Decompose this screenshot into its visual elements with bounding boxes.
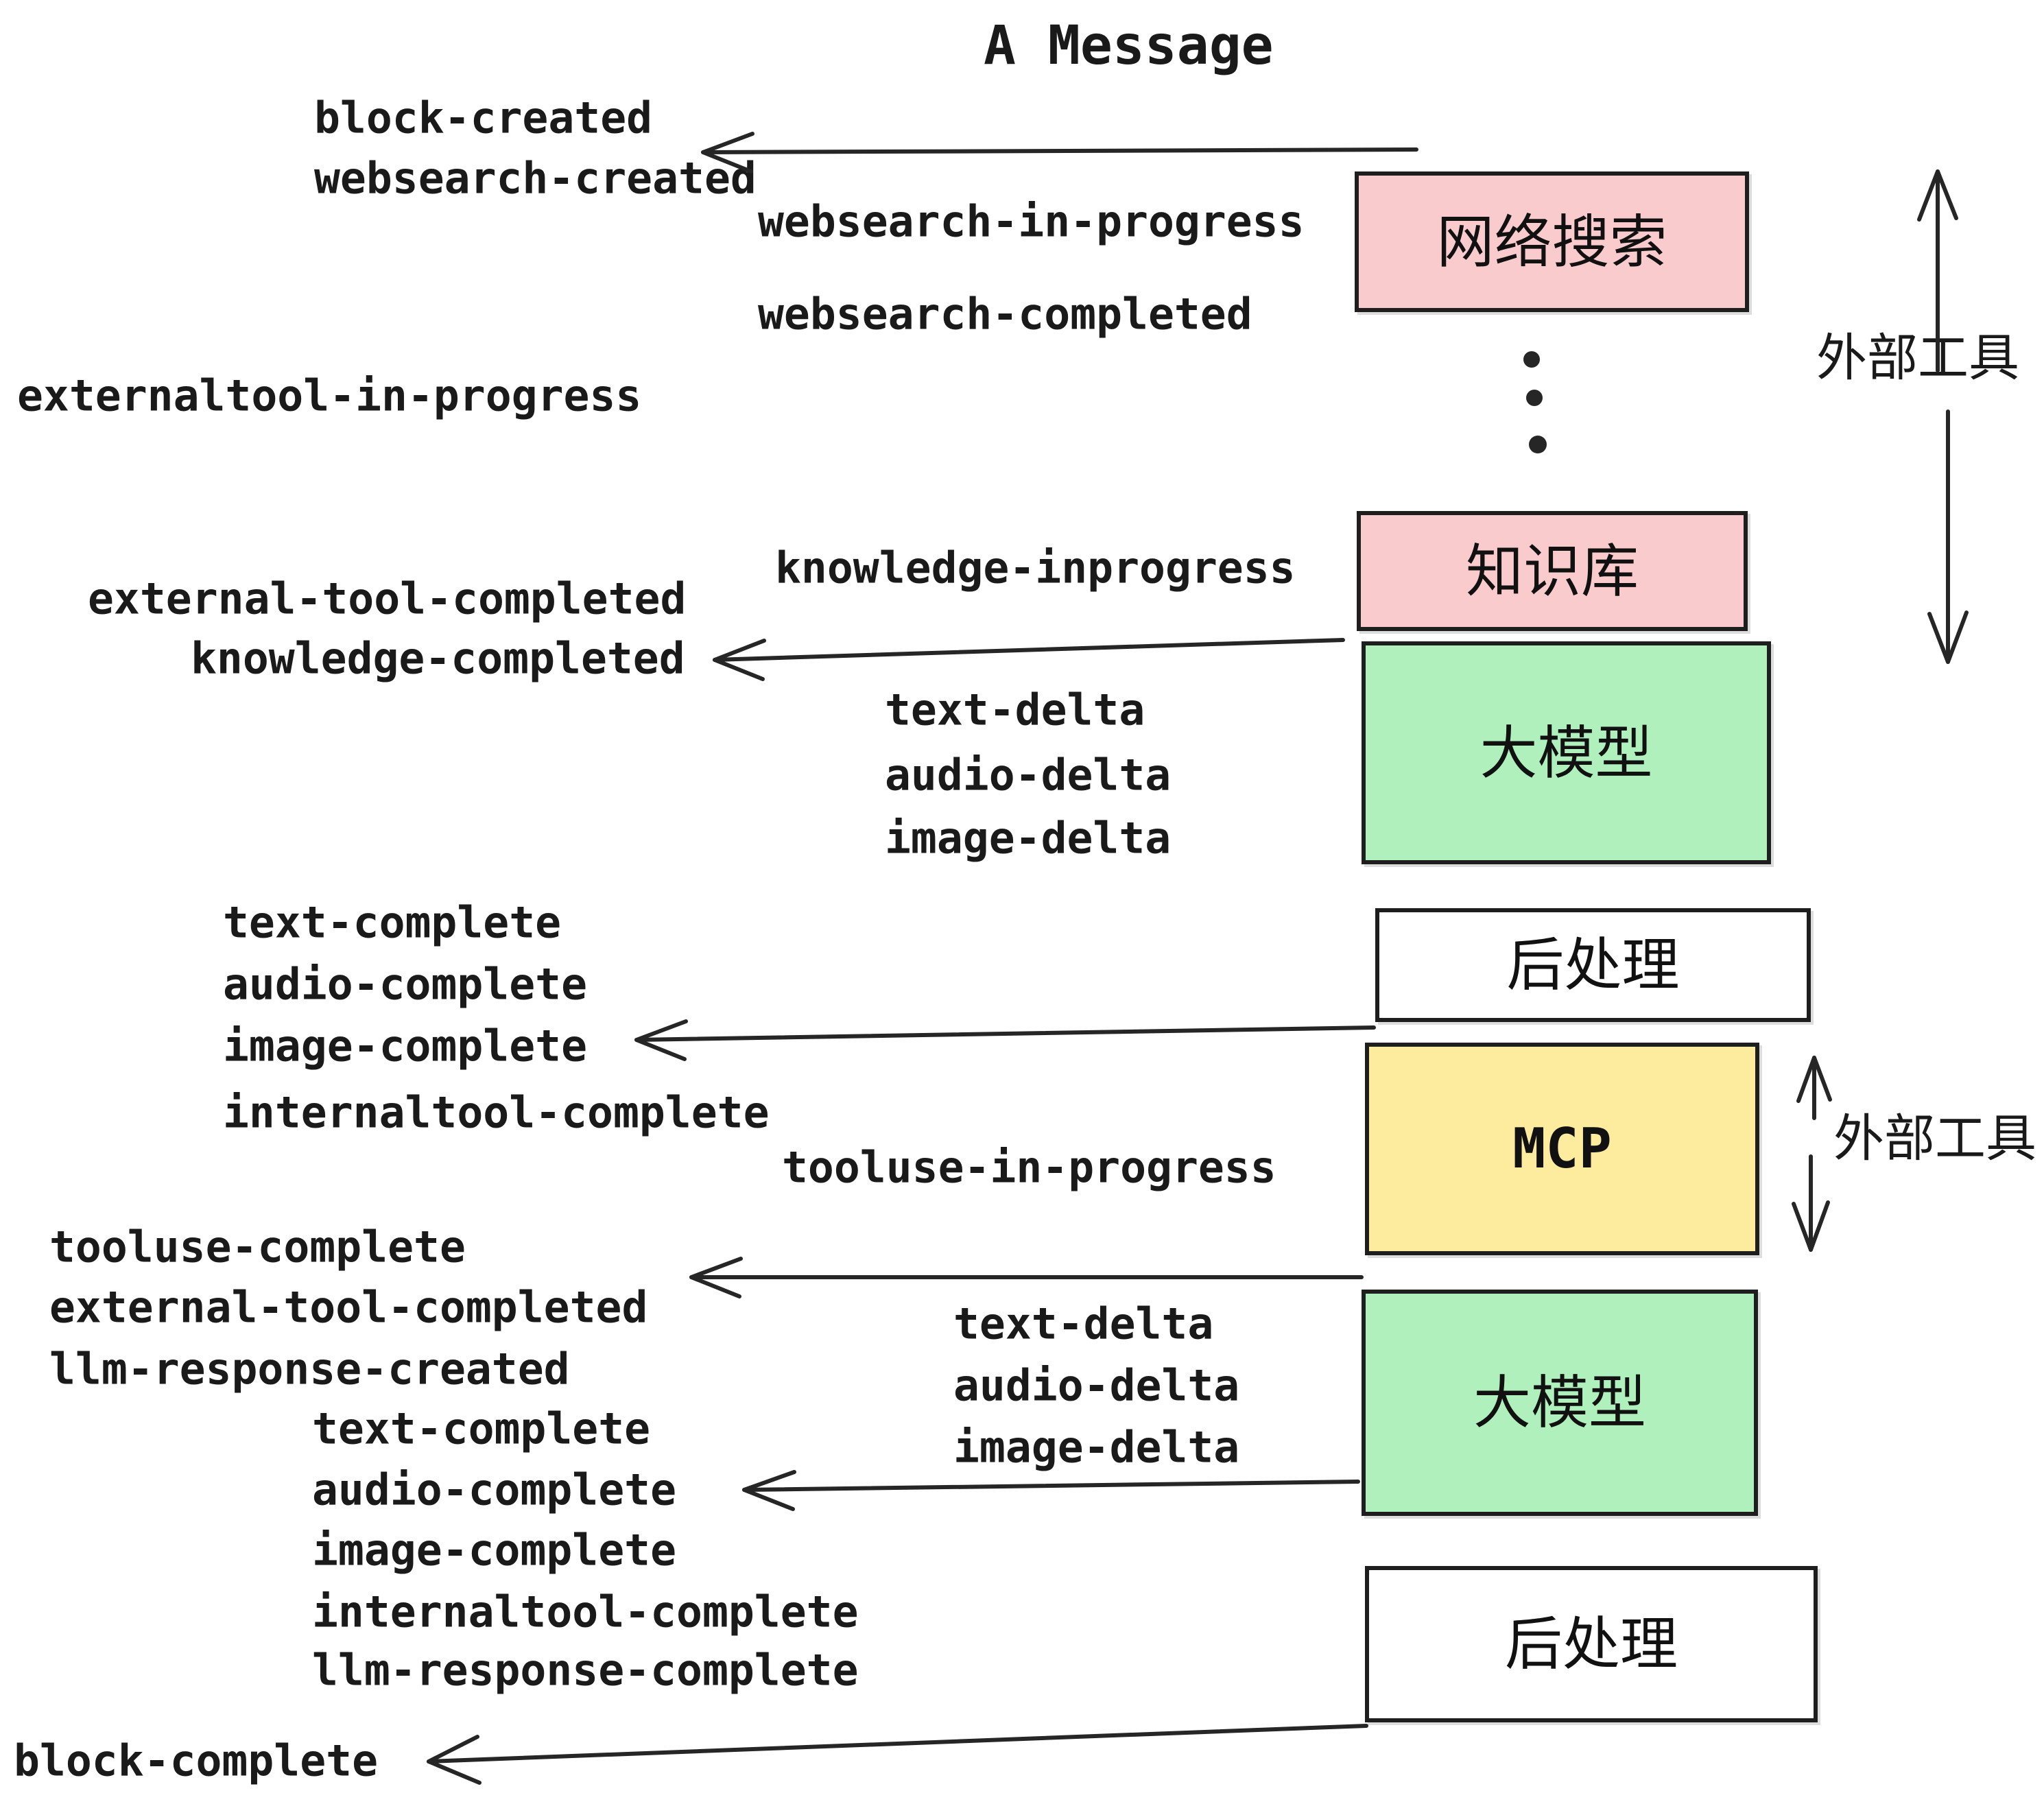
stage-websearch-completed: websearch-completed — [758, 289, 1252, 340]
stage-image-delta-2: image-delta — [953, 1422, 1240, 1473]
side-label-external-tools-2: 外部工具 — [1833, 1109, 2036, 1168]
ellipsis-dots-icon — [1523, 351, 1547, 453]
stage-websearch-in-progress: websearch-in-progress — [758, 196, 1305, 247]
stage-audio-delta-1: audio-delta — [885, 750, 1172, 800]
event-knowledge-completed: knowledge-completed — [191, 633, 685, 684]
arrow-external-tools-down-2 — [1792, 1154, 1830, 1252]
arrow-to-knowledge-completed — [713, 638, 1345, 681]
arrow-to-audio-complete — [742, 1470, 1360, 1511]
event-block-complete: block-complete — [14, 1735, 379, 1786]
stage-text-delta-2: text-delta — [953, 1298, 1214, 1349]
event-llm-response-complete: llm-response-complete — [312, 1645, 859, 1696]
stage-tooluse-in-progress: tooluse-in-progress — [782, 1142, 1276, 1193]
event-block-created: block-created — [314, 93, 653, 143]
event-external-tool-completed-1: external-tool-completed — [88, 573, 687, 624]
arrow-to-image-complete — [634, 1019, 1376, 1061]
event-externaltool-in-progress: externaltool-in-progress — [17, 370, 642, 421]
box-websearch: 网络搜索 — [1355, 171, 1749, 312]
box-postprocess-1: 后处理 — [1375, 908, 1811, 1022]
box-knowledge-base-label: 知识库 — [1465, 537, 1639, 605]
event-image-complete-2: image-complete — [312, 1525, 677, 1576]
event-audio-complete-1: audio-complete — [223, 959, 588, 1010]
box-postprocess-1-label: 后处理 — [1506, 931, 1680, 999]
arrow-external-tools-down-1 — [1927, 410, 1969, 664]
event-text-complete-1: text-complete — [223, 897, 562, 948]
arrow-to-external-tool-completed — [689, 1257, 1364, 1298]
box-postprocess-2: 后处理 — [1365, 1566, 1818, 1722]
event-internaltool-complete-1: internaltool-complete — [223, 1087, 770, 1138]
arrow-to-block-complete — [427, 1724, 1368, 1785]
stage-text-delta-1: text-delta — [885, 685, 1145, 735]
event-audio-complete-2: audio-complete — [312, 1464, 677, 1515]
stage-knowledge-inprogress: knowledge-inprogress — [775, 543, 1296, 593]
box-mcp: MCP — [1365, 1043, 1759, 1255]
arrow-to-websearch-created — [701, 132, 1418, 174]
event-llm-response-created: llm-response-created — [49, 1344, 570, 1394]
event-external-tool-completed-2: external-tool-completed — [49, 1282, 648, 1333]
event-internaltool-complete-2: internaltool-complete — [312, 1587, 859, 1637]
arrow-external-tools-up-2 — [1796, 1056, 1832, 1120]
box-llm-2-label: 大模型 — [1473, 1369, 1646, 1436]
box-knowledge-base: 知识库 — [1357, 511, 1748, 631]
box-llm-1: 大模型 — [1362, 641, 1771, 864]
box-mcp-label: MCP — [1512, 1117, 1612, 1180]
event-image-complete-1: image-complete — [223, 1021, 588, 1071]
diagram-title: A Message — [984, 15, 1274, 77]
side-label-external-tools-1: 外部工具 — [1816, 329, 2019, 388]
box-llm-2: 大模型 — [1362, 1290, 1758, 1516]
event-text-complete-2: text-complete — [312, 1403, 651, 1454]
box-llm-1-label: 大模型 — [1479, 719, 1653, 787]
stage-image-delta-1: image-delta — [885, 813, 1172, 864]
box-websearch-label: 网络搜索 — [1436, 208, 1667, 276]
box-postprocess-2-label: 后处理 — [1504, 1611, 1678, 1678]
stage-audio-delta-2: audio-delta — [953, 1360, 1240, 1411]
event-websearch-created: websearch-created — [314, 153, 757, 204]
event-tooluse-complete: tooluse-complete — [49, 1222, 466, 1272]
